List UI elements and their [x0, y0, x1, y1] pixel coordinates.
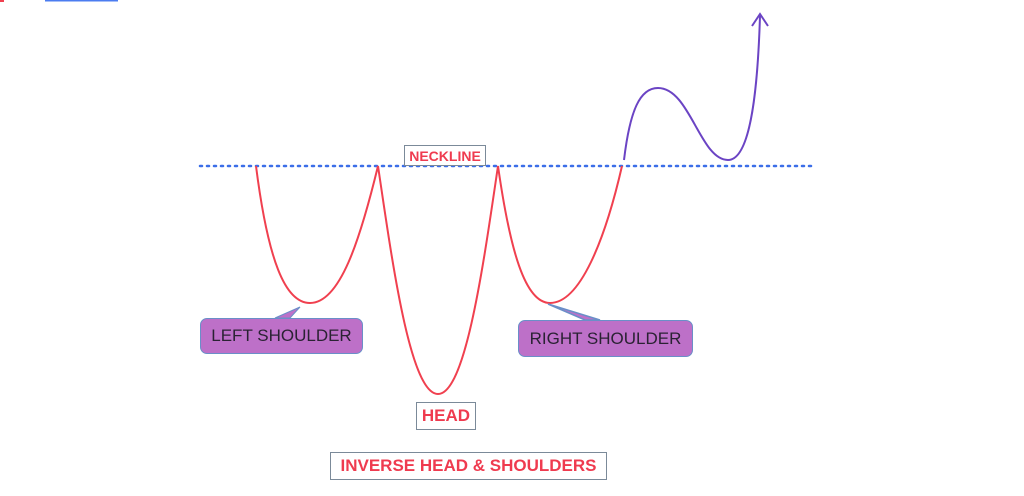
- pattern-title: INVERSE HEAD & SHOULDERS: [330, 452, 607, 480]
- top-edge-mark: [0, 0, 4, 2]
- neckline-label: NECKLINE: [404, 145, 486, 166]
- pattern-line: [255, 165, 623, 396]
- right-shoulder-pointer: [547, 303, 601, 321]
- left-shoulder-pointer: [274, 306, 301, 319]
- arrow-head-icon: [751, 12, 769, 27]
- top-edge-bar: [45, 0, 118, 2]
- right-shoulder-label: RIGHT SHOULDER: [518, 320, 693, 357]
- left-shoulder-label: LEFT SHOULDER: [200, 318, 363, 354]
- head-label: HEAD: [416, 402, 476, 430]
- breakout-line: [623, 15, 761, 162]
